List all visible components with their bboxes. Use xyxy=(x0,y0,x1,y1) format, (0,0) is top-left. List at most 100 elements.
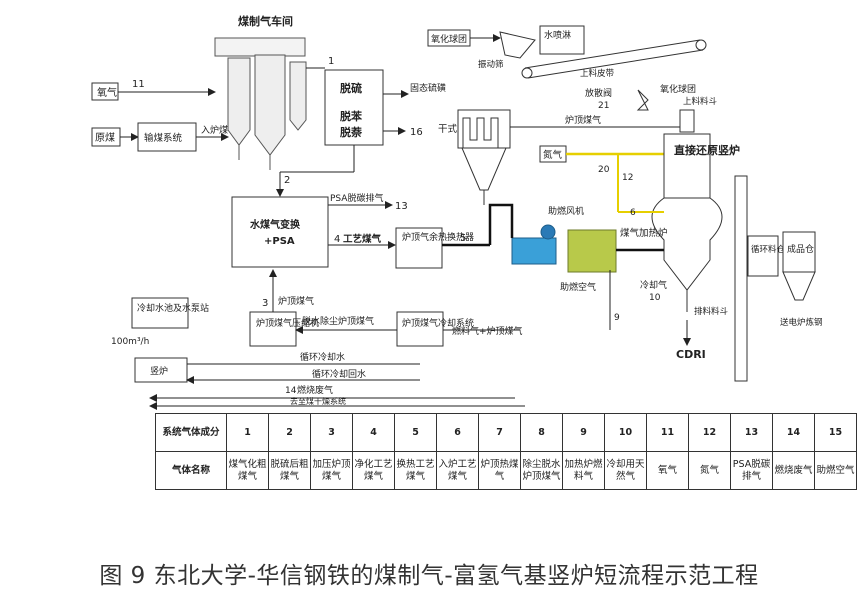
svg-text:送电炉炼钢: 送电炉炼钢 xyxy=(780,317,823,328)
svg-text:输煤系统: 输煤系统 xyxy=(144,132,183,144)
table-cell: 入炉工艺煤气 xyxy=(436,451,479,490)
product-bins: 循环料仓 成品仓 送电炉炼钢 xyxy=(734,175,823,382)
table-cell: 8 xyxy=(520,413,563,452)
table-row: 气体名称 煤气化粗煤气 脱硫后粗煤气 加压炉顶煤气 净化工艺煤气 换热工艺煤气 … xyxy=(155,451,857,490)
svg-text:12: 12 xyxy=(622,173,633,183)
svg-text:炉顶煤气冷却系统: 炉顶煤气冷却系统 xyxy=(402,317,474,329)
svg-text:振动筛: 振动筛 xyxy=(478,59,504,70)
table-cell: 煤气化粗煤气 xyxy=(226,451,269,490)
svg-text:2: 2 xyxy=(284,175,290,186)
pellet-feed: 氧化球团 振动筛 水喷淋 上料皮带 放散阀 21 氧化球团 上料料斗 xyxy=(427,25,718,111)
table-cell: PSA脱碳排气 xyxy=(730,451,773,490)
shaft-furnace: 直接还原竖炉 冷却气 10 排料料斗 CDRI 6 xyxy=(618,109,740,361)
table-row: 系统气体成分 1 2 3 4 5 6 7 8 9 10 11 12 13 14 … xyxy=(155,413,857,452)
heat-exchanger-box: 炉顶气余热换热器 5 xyxy=(395,227,490,269)
svg-text:脱水除尘炉顶煤气: 脱水除尘炉顶煤气 xyxy=(302,315,374,327)
svg-text:脱萘: 脱萘 xyxy=(340,125,363,139)
svg-text:助燃风机: 助燃风机 xyxy=(548,205,584,217)
coal-conveying-box: 输煤系统 入炉煤 xyxy=(137,122,229,152)
svg-text:竖炉: 竖炉 xyxy=(150,365,168,377)
table-cell: 加压炉顶煤气 xyxy=(310,451,353,490)
svg-text:炉顶煤气: 炉顶煤气 xyxy=(565,114,601,126)
svg-text:氮气: 氮气 xyxy=(543,149,563,161)
svg-text:CDRI: CDRI xyxy=(676,348,706,361)
table-cell: 12 xyxy=(688,413,731,452)
svg-text:成品仓: 成品仓 xyxy=(787,243,814,255)
water-gas-shift-box: 水煤气变换 +PSA PSA脱碳排气 13 4 工艺煤气 xyxy=(231,192,408,268)
svg-text:16: 16 xyxy=(410,127,423,138)
svg-text:燃烧废气: 燃烧废气 xyxy=(297,384,333,396)
svg-text:9: 9 xyxy=(614,313,620,323)
svg-text:直接还原竖炉: 直接还原竖炉 xyxy=(674,143,740,157)
nitrogen-input: 氮气 20 12 xyxy=(539,145,664,212)
table-cell: 燃烧废气 xyxy=(772,451,815,490)
table-cell: 11 xyxy=(646,413,689,452)
process-flow-diagram: 煤制气车间 氧气 11 原煤 输煤系统 入炉煤 脱硫 脱苯 脱萘 1 固态硫磺 … xyxy=(91,14,823,410)
raw-coal-input: 原煤 xyxy=(91,127,139,147)
table-cell: 3 xyxy=(310,413,353,452)
table-cell: 助燃空气 xyxy=(814,451,857,490)
table-cell: 5 xyxy=(394,413,437,452)
table-cell: 6 xyxy=(436,413,479,452)
svg-text:水煤气变换: 水煤气变换 xyxy=(249,218,301,231)
svg-text:循环料仓: 循环料仓 xyxy=(751,244,786,255)
svg-text:循环冷却回水: 循环冷却回水 xyxy=(312,368,366,380)
svg-text:排料料斗: 排料料斗 xyxy=(694,306,729,317)
table-cell: 1 xyxy=(226,413,269,452)
compressor-box: 炉顶煤气压缩机 3 炉顶煤气 xyxy=(249,269,319,347)
cooling-system-box: 炉顶煤气冷却系统 脱水除尘炉顶煤气 燃料气+炉顶煤气 9 xyxy=(295,270,620,347)
svg-text:冷却气: 冷却气 xyxy=(640,279,667,291)
svg-text:上料料斗: 上料料斗 xyxy=(683,96,718,107)
table-cell: 2 xyxy=(268,413,311,452)
svg-text:3: 3 xyxy=(262,298,268,309)
svg-text:上料皮带: 上料皮带 xyxy=(580,68,615,79)
svg-text:工艺煤气: 工艺煤气 xyxy=(343,233,382,245)
table-header-cell: 气体名称 xyxy=(155,451,227,490)
svg-text:氧化球团: 氧化球团 xyxy=(660,83,696,95)
dry-dust-collector: 干式除尘器 炉顶煤气 xyxy=(438,109,680,205)
svg-text:5: 5 xyxy=(460,233,466,244)
svg-text:100m³/h: 100m³/h xyxy=(111,337,149,347)
svg-text:煤气加热炉: 煤气加热炉 xyxy=(620,227,668,239)
table-cell: 14 xyxy=(772,413,815,452)
table-cell: 除尘脱水炉顶煤气 xyxy=(520,451,563,490)
svg-text:11: 11 xyxy=(132,79,145,90)
table-cell: 13 xyxy=(730,413,773,452)
svg-text:氧化球团: 氧化球团 xyxy=(431,33,467,45)
gas-composition-table: 系统气体成分 1 2 3 4 5 6 7 8 9 10 11 12 13 14 … xyxy=(155,413,857,490)
svg-text:放散阀: 放散阀 xyxy=(585,87,612,99)
gasifier-equipment xyxy=(214,37,307,170)
svg-text:燃料气+炉顶煤气: 燃料气+炉顶煤气 xyxy=(452,325,523,337)
svg-text:固态硫磺: 固态硫磺 xyxy=(410,82,446,94)
svg-text:氧气: 氧气 xyxy=(97,86,117,99)
oxygen-input: 氧气 11 xyxy=(91,79,216,101)
label-coal-gas-workshop: 煤制气车间 xyxy=(238,14,293,28)
table-cell: 10 xyxy=(604,413,647,452)
svg-text:原煤: 原煤 xyxy=(95,131,115,144)
svg-text:去至煤干燥系统: 去至煤干燥系统 xyxy=(290,396,346,406)
svg-text:+PSA: +PSA xyxy=(264,236,295,247)
cooling-pool-box: 冷却水池及水泵站 100m³/h 竖炉 循环冷却水 循环冷却回水 14 燃烧废气… xyxy=(111,297,525,410)
svg-text:4: 4 xyxy=(334,234,340,245)
table-cell: 氮气 xyxy=(688,451,731,490)
svg-text:21: 21 xyxy=(598,101,609,111)
svg-text:14: 14 xyxy=(285,386,297,396)
table-cell: 9 xyxy=(562,413,605,452)
svg-text:PSA脱碳排气: PSA脱碳排气 xyxy=(330,192,383,204)
table-cell: 脱硫后粗煤气 xyxy=(268,451,311,490)
table-cell: 15 xyxy=(814,413,857,452)
table-header-cell: 系统气体成分 xyxy=(155,413,227,452)
table-cell: 炉顶热煤气 xyxy=(478,451,521,490)
table-cell: 冷却用天然气 xyxy=(604,451,647,490)
svg-text:炉顶煤气压缩机: 炉顶煤气压缩机 xyxy=(256,317,319,329)
table-cell: 加热炉燃料气 xyxy=(562,451,605,490)
svg-text:冷却水池及水泵站: 冷却水池及水泵站 xyxy=(137,302,209,314)
svg-text:炉顶煤气: 炉顶煤气 xyxy=(278,295,314,307)
svg-text:入炉煤: 入炉煤 xyxy=(201,124,228,136)
table-cell: 7 xyxy=(478,413,521,452)
svg-text:脱硫: 脱硫 xyxy=(340,81,362,95)
svg-text:循环冷却水: 循环冷却水 xyxy=(300,351,345,363)
svg-text:水喷淋: 水喷淋 xyxy=(544,29,571,41)
table-cell: 4 xyxy=(352,413,395,452)
svg-text:1: 1 xyxy=(328,56,334,67)
